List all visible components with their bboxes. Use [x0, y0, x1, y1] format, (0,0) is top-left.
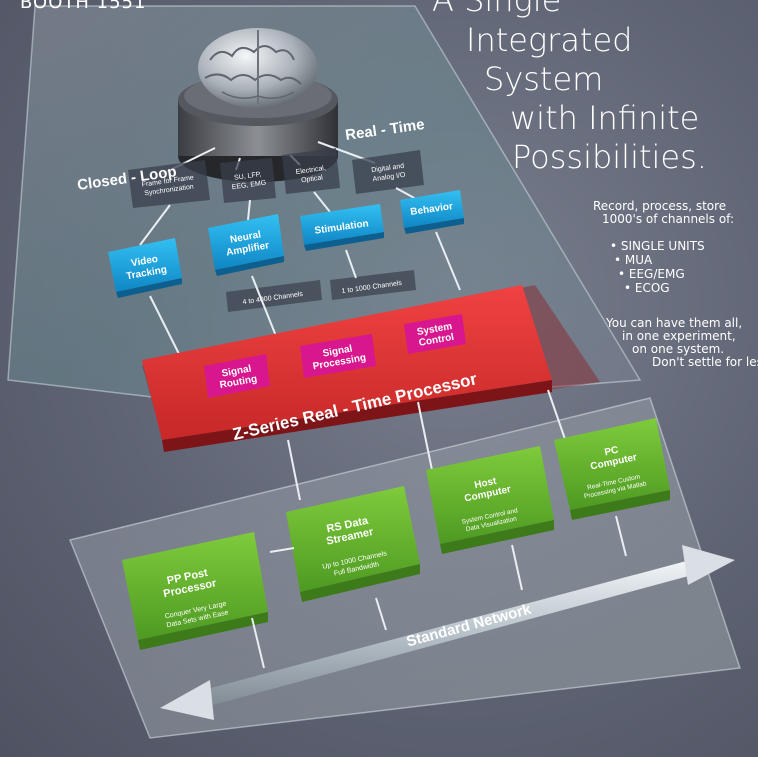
- intro-line-1: Record, process, store: [593, 199, 727, 213]
- blue-modules: [108, 190, 464, 298]
- bullet-4: • ECOG: [624, 281, 670, 295]
- digital-io-label: Digital andAnalog I/O: [371, 163, 407, 184]
- headline-line-5: Possibilities.: [512, 138, 707, 176]
- booth-label: BOOTH 1551: [20, 0, 147, 13]
- closing-line-2: in one experiment,: [622, 329, 736, 343]
- closing-line-1: You can have them all,: [606, 316, 743, 330]
- closing-line-3: on one system.: [632, 342, 725, 356]
- headline-line-4: with Infinite: [510, 99, 700, 137]
- electrical-label: Electrical,Optical: [295, 165, 327, 185]
- bullet-1: • SINGLE UNITS: [610, 239, 705, 253]
- su-lfp-label: SU, LFP,EEG, EMG: [230, 171, 267, 192]
- module-to-processor-arrows: [149, 231, 461, 361]
- closing-line-4: Don't settle for less.: [652, 355, 758, 369]
- bullet-3: • EEG/EMG: [618, 267, 685, 281]
- headline-line-2: Integrated: [466, 21, 633, 59]
- intro-line-2: 1000's of channels of:: [602, 212, 735, 226]
- signal-tiles: [128, 148, 424, 208]
- channel-tiles: [226, 270, 416, 312]
- headline-line-1: A Single: [432, 0, 562, 19]
- brain-icon: [198, 28, 318, 108]
- computer-to-network-arrows: [251, 515, 627, 669]
- bullet-2: • MUA: [614, 253, 653, 267]
- network-rod: [160, 545, 735, 720]
- headline-line-3: System: [484, 60, 604, 98]
- computer-blocks: [122, 418, 670, 650]
- processor-to-computer-arrows: [287, 389, 567, 501]
- processor-submodules: [204, 314, 466, 398]
